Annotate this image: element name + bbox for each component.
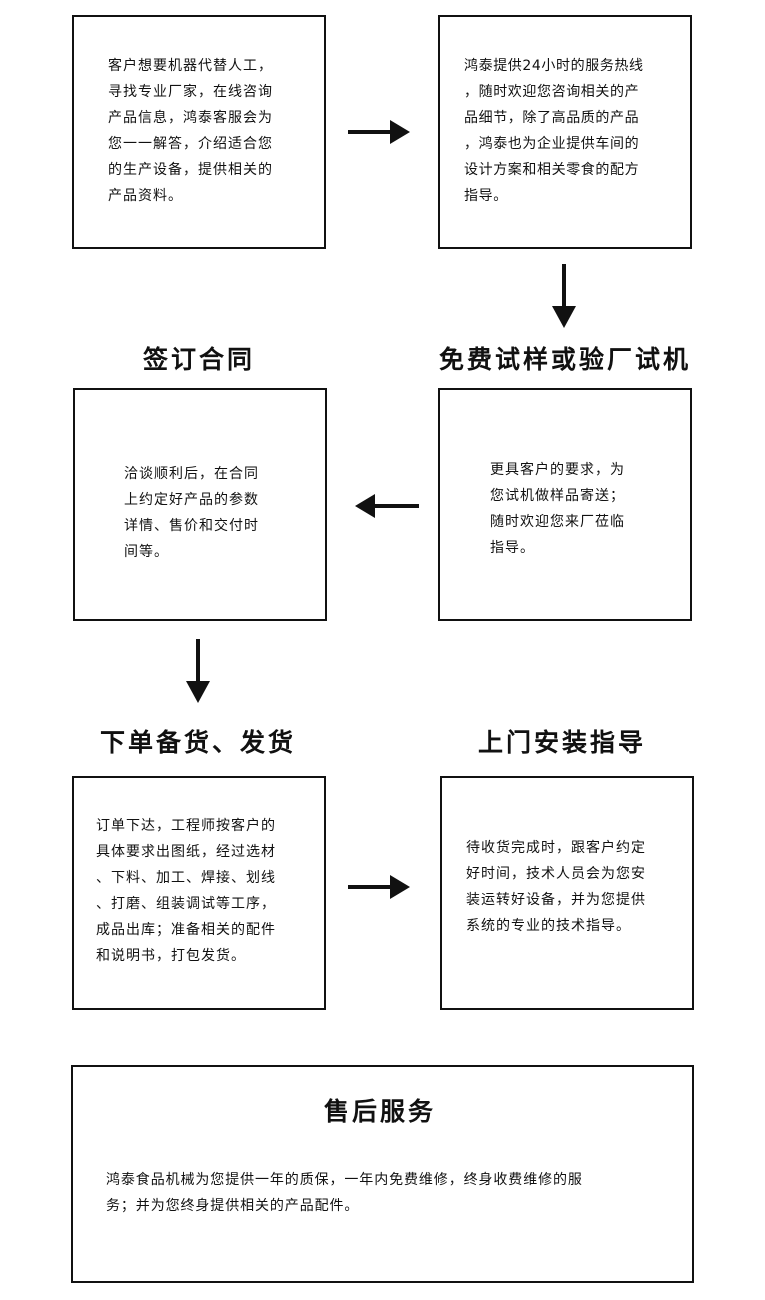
step-box-consult — [438, 15, 692, 249]
text-line: 上约定好产品的参数 — [124, 492, 259, 508]
step-text-shipping: 订单下达，工程师按客户的 具体要求出图纸，经过选材 、下料、加工、焊接、划线 、… — [96, 813, 276, 969]
text-line: 您试机做样品寄送； — [490, 488, 625, 504]
step-box-inquiry — [72, 15, 326, 249]
step-box-contract — [73, 388, 327, 621]
text-line: 指导。 — [490, 540, 535, 556]
text-line: 指导。 — [464, 188, 508, 204]
step-text-installation: 待收货完成时，跟客户约定 好时间，技术人员会为您安 装运转好设备，并为您提供 系… — [466, 835, 646, 939]
after-sales-text: 鸿泰食品机械为您提供一年的质保，一年内免费维修，终身收费维修的服 务；并为您终身… — [106, 1167, 583, 1219]
text-line: 洽谈顺利后，在合同 — [124, 466, 259, 482]
text-line: 务；并为您终身提供相关的产品配件。 — [106, 1198, 360, 1214]
text-line: 、下料、加工、焊接、划线 — [96, 870, 276, 886]
text-line: 、打磨、组装调试等工序， — [96, 896, 276, 912]
text-line: 系统的专业的技术指导。 — [466, 918, 631, 934]
step-box-sample — [438, 388, 692, 621]
text-line: 待收货完成时，跟客户约定 — [466, 840, 646, 856]
after-sales-box — [71, 1065, 694, 1283]
step-text-consult: 鸿泰提供24小时的服务热线 ，随时欢迎您咨询相关的产 品细节，除了高品质的产品 … — [464, 53, 644, 209]
text-line: 更具客户的要求，为 — [490, 462, 625, 478]
text-line: 随时欢迎您来厂莅临 — [490, 514, 625, 530]
text-line: 设计方案和相关零食的配方 — [464, 162, 640, 178]
text-line: 您一一解答，介绍适合您 — [108, 136, 273, 152]
step-box-installation — [440, 776, 694, 1010]
step-text-contract: 洽谈顺利后，在合同 上约定好产品的参数 详情、售价和交付时 间等。 — [124, 461, 259, 565]
step-text-inquiry: 客户想要机器代替人工， 寻找专业厂家，在线咨询 产品信息，鸿泰客服会为 您一一解… — [108, 53, 273, 209]
text-line: 成品出库；准备相关的配件 — [96, 922, 276, 938]
text-line: 产品资料。 — [108, 188, 183, 204]
step-title-installation: 上门安装指导 — [477, 728, 647, 757]
arrow-right-icon — [348, 120, 410, 144]
step-title-sample: 免费试样或验厂试机 — [438, 345, 692, 374]
text-line: 装运转好设备，并为您提供 — [466, 892, 646, 908]
text-line: 具体要求出图纸，经过选材 — [96, 844, 276, 860]
step-title-contract: 签订合同 — [142, 345, 256, 374]
text-line: 鸿泰提供24小时的服务热线 — [464, 58, 644, 74]
arrow-down-icon — [186, 639, 210, 703]
step-text-sample: 更具客户的要求，为 您试机做样品寄送； 随时欢迎您来厂莅临 指导。 — [490, 457, 625, 561]
arrow-left-icon — [355, 494, 419, 518]
text-line: 寻找专业厂家，在线咨询 — [108, 84, 273, 100]
step-box-shipping — [72, 776, 326, 1010]
text-line: 订单下达，工程师按客户的 — [96, 818, 276, 834]
text-line: 客户想要机器代替人工， — [108, 58, 273, 74]
arrow-right-icon — [348, 875, 410, 899]
step-title-shipping: 下单备货、发货 — [99, 728, 297, 757]
text-line: 鸿泰食品机械为您提供一年的质保，一年内免费维修，终身收费维修的服 — [106, 1172, 583, 1188]
text-line: ，随时欢迎您咨询相关的产 — [464, 84, 640, 100]
text-line: 的生产设备，提供相关的 — [108, 162, 273, 178]
text-line: ，鸿泰也为企业提供车间的 — [464, 136, 640, 152]
text-line: 好时间，技术人员会为您安 — [466, 866, 646, 882]
text-line: 间等。 — [124, 544, 169, 560]
text-line: 和说明书，打包发货。 — [96, 948, 246, 964]
after-sales-title: 售后服务 — [323, 1097, 437, 1126]
text-line: 品细节，除了高品质的产品 — [464, 110, 640, 126]
text-line: 产品信息，鸿泰客服会为 — [108, 110, 273, 126]
text-line: 详情、售价和交付时 — [124, 518, 259, 534]
arrow-down-icon — [552, 264, 576, 328]
